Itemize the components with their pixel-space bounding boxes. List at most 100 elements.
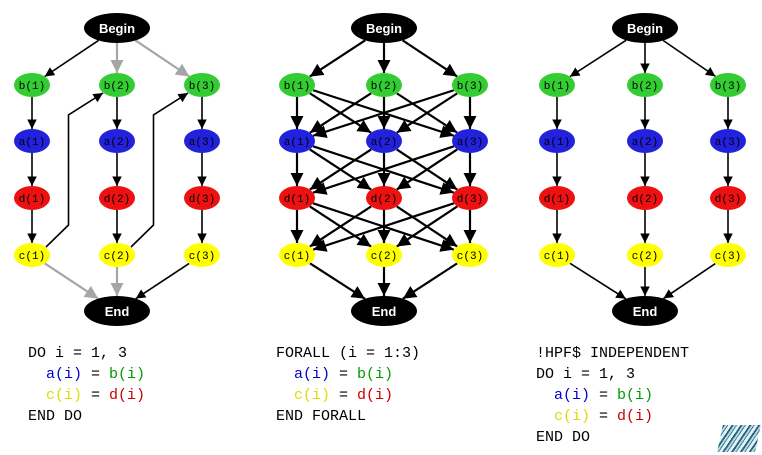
node-label: a(1)	[284, 137, 310, 149]
node-label: d(1)	[284, 194, 310, 206]
edge-begin-b0	[44, 39, 99, 78]
edge-c0-b1	[45, 92, 104, 248]
edge-c0-end	[569, 262, 627, 300]
node-label: b(1)	[284, 81, 310, 93]
edge-d2-c0	[312, 202, 455, 252]
node-a2	[366, 129, 402, 153]
node-label: c(3)	[715, 251, 741, 263]
edge-a2-d0	[312, 145, 455, 195]
node-label: a(3)	[457, 137, 483, 149]
node-label: c(1)	[544, 251, 570, 263]
code-forall: FORALL (i = 1:3) a(i) = b(i) c(i) = d(i)…	[276, 343, 420, 427]
node-a3	[184, 129, 220, 153]
node-label: d(1)	[19, 194, 45, 206]
node-c2	[627, 243, 663, 267]
node-label: a(1)	[544, 137, 570, 149]
edge-begin-b2	[662, 39, 716, 78]
node-c3	[452, 243, 488, 267]
node-end	[84, 296, 150, 326]
node-label: d(3)	[457, 194, 483, 206]
node-begin-label: Begin	[366, 21, 402, 36]
code-line: DO i = 1, 3	[28, 345, 128, 362]
node-b1	[14, 73, 50, 97]
node-d2	[366, 186, 402, 210]
node-label: b(2)	[104, 81, 130, 93]
node-end	[612, 296, 678, 326]
code-line: END FORALL	[276, 408, 367, 425]
node-label: c(2)	[632, 251, 658, 263]
edge-c0-end	[309, 262, 366, 300]
node-a1	[14, 129, 50, 153]
code-line: c(i) = d(i)	[294, 387, 394, 404]
node-b3	[184, 73, 220, 97]
node-b3	[710, 73, 746, 97]
node-d3	[184, 186, 220, 210]
code-line: c(i) = d(i)	[46, 387, 146, 404]
node-c2	[366, 243, 402, 267]
diagram-sequential-do: BeginEndb(1)b(2)b(3)a(1)a(2)a(3)d(1)d(2)…	[14, 13, 220, 326]
node-label: b(3)	[457, 81, 483, 93]
node-label: c(2)	[371, 251, 397, 263]
node-label: a(3)	[715, 137, 741, 149]
code-line: a(i) = b(i)	[554, 387, 654, 404]
node-label: c(2)	[104, 251, 130, 263]
node-d2	[99, 186, 135, 210]
node-begin	[612, 13, 678, 43]
node-label: d(3)	[715, 194, 741, 206]
node-c2	[99, 243, 135, 267]
edge-c2-end	[662, 262, 716, 300]
node-label: d(2)	[104, 194, 130, 206]
node-d1	[14, 186, 50, 210]
node-end	[351, 296, 417, 326]
code-line: END DO	[536, 429, 591, 446]
code-line: c(i) = d(i)	[554, 408, 654, 425]
node-label: a(2)	[104, 137, 130, 149]
corner-logo	[717, 425, 761, 452]
edge-c2-end	[135, 262, 190, 300]
node-label: a(2)	[632, 137, 658, 149]
node-d3	[710, 186, 746, 210]
code-line: !HPF$ INDEPENDENT	[536, 345, 690, 362]
node-b3	[452, 73, 488, 97]
node-d3	[452, 186, 488, 210]
node-label: b(2)	[371, 81, 397, 93]
edge-begin-b2	[134, 39, 190, 78]
node-end-label: End	[633, 304, 658, 319]
code-line: a(i) = b(i)	[294, 366, 394, 383]
edge-b2-a0	[312, 89, 455, 138]
node-a2	[99, 129, 135, 153]
node-label: c(1)	[284, 251, 310, 263]
node-c1	[14, 243, 50, 267]
node-label: b(2)	[632, 81, 658, 93]
node-begin	[351, 13, 417, 43]
node-c3	[710, 243, 746, 267]
code-line: DO i = 1, 3	[536, 366, 636, 383]
node-label: c(3)	[189, 251, 215, 263]
node-c1	[539, 243, 575, 267]
node-d1	[279, 186, 315, 210]
node-b2	[627, 73, 663, 97]
code-independent: !HPF$ INDEPENDENT DO i = 1, 3 a(i) = b(i)…	[536, 343, 689, 448]
node-b2	[99, 73, 135, 97]
node-label: d(1)	[544, 194, 570, 206]
node-a1	[539, 129, 575, 153]
node-end-label: End	[372, 304, 397, 319]
node-begin	[84, 13, 150, 43]
node-label: d(2)	[371, 194, 397, 206]
node-begin-label: Begin	[99, 21, 135, 36]
node-label: a(2)	[371, 137, 397, 149]
edge-begin-b0	[569, 39, 627, 78]
node-label: a(3)	[189, 137, 215, 149]
node-label: c(3)	[457, 251, 483, 263]
node-d1	[539, 186, 575, 210]
node-a3	[710, 129, 746, 153]
node-label: b(3)	[189, 81, 215, 93]
node-label: b(3)	[715, 81, 741, 93]
edge-d2-c1	[396, 205, 458, 248]
node-label: d(2)	[632, 194, 658, 206]
node-label: c(1)	[19, 251, 45, 263]
diagram-independent-do: BeginEndb(1)b(2)b(3)a(1)a(2)a(3)d(1)d(2)…	[539, 13, 746, 326]
